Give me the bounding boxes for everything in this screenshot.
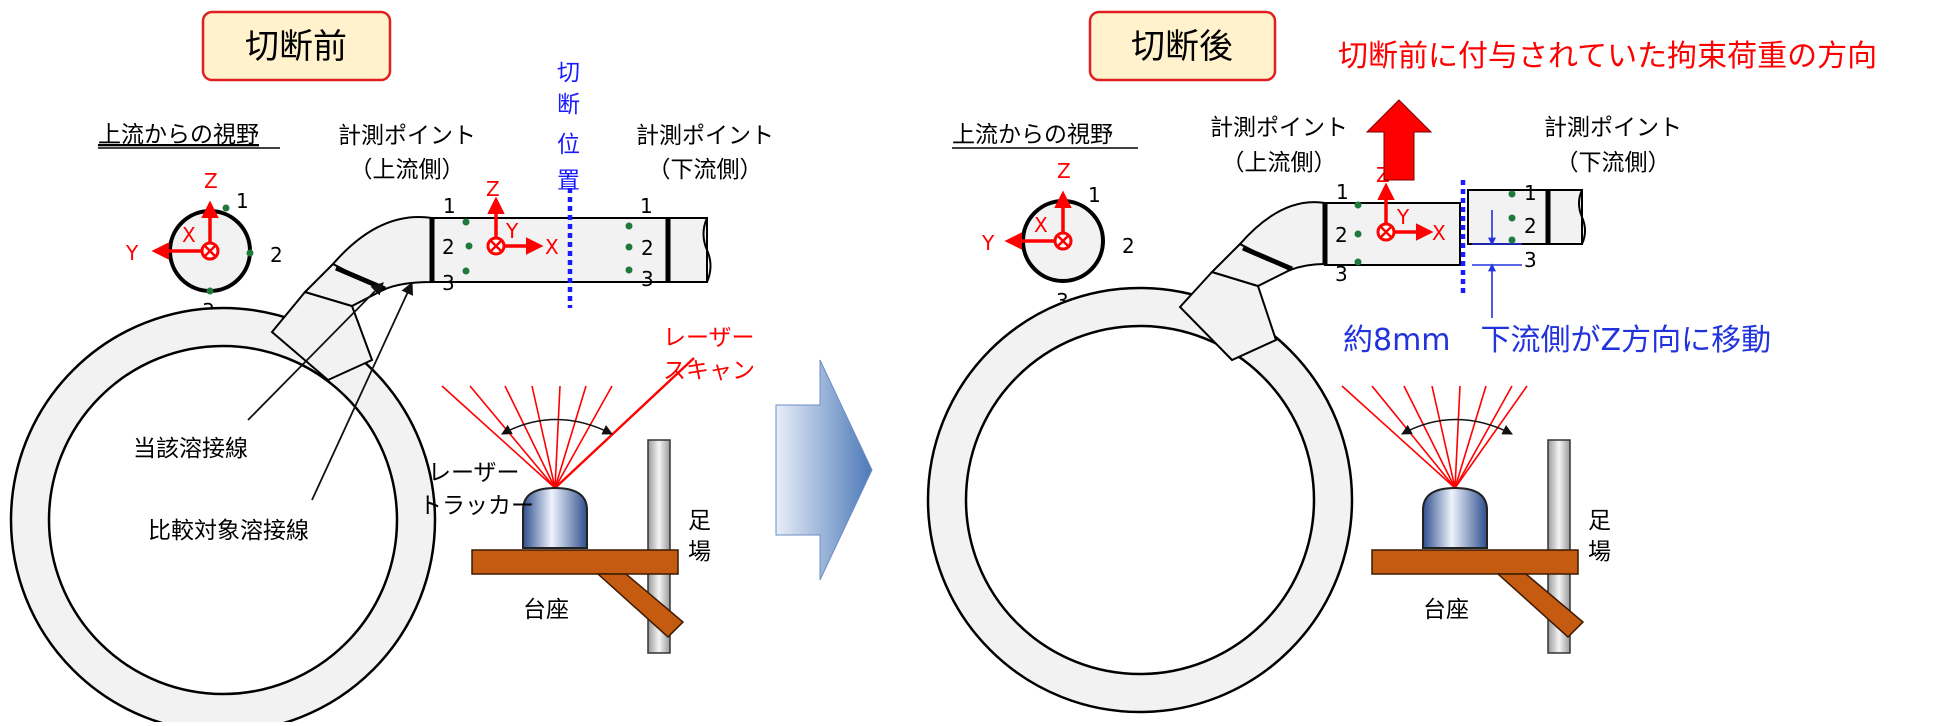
after-pipe-x: X bbox=[1432, 221, 1446, 245]
after-view-pt1: 1 bbox=[1088, 183, 1101, 207]
before-title: 切断前 bbox=[245, 27, 347, 67]
before-up-label-2: （上流側） bbox=[350, 157, 465, 183]
weld-compare-label: 比較対象溶接線 bbox=[148, 518, 309, 544]
constraint-note: 切断前に付与されていた拘束荷重の方向 bbox=[1338, 39, 1877, 74]
after-up-pt1: 1 bbox=[1336, 180, 1349, 204]
after-base-brace bbox=[1496, 573, 1585, 639]
before-base-plate bbox=[471, 549, 679, 575]
after-scaffold-1: 足 bbox=[1588, 508, 1611, 534]
before-view-pt2: 2 bbox=[270, 243, 283, 267]
before-down-pt2: 2 bbox=[641, 236, 654, 260]
tracker-label-2: トラッカー bbox=[419, 493, 534, 519]
cut-char-1: 切 bbox=[557, 60, 580, 86]
before-view-pt1: 1 bbox=[236, 189, 249, 213]
after-view-z: Z bbox=[1057, 159, 1071, 183]
before-branch-pipe bbox=[270, 216, 712, 382]
before-section-view: 1 2 3 Z Y X bbox=[125, 169, 283, 323]
after-view-pt2: 2 bbox=[1122, 234, 1135, 258]
shift-dimension bbox=[1472, 210, 1522, 318]
before-laser-rays bbox=[441, 357, 695, 489]
after-scaffold-2: 場 bbox=[1588, 539, 1611, 565]
before-scaffold-2: 場 bbox=[688, 539, 711, 565]
cut-char-2: 断 bbox=[557, 92, 580, 118]
before-pipe-axes: Z Y X bbox=[486, 177, 559, 259]
before-pipe-x: X bbox=[545, 235, 559, 259]
before-up-pt3: 3 bbox=[442, 271, 455, 295]
tracker-label-1: レーザー bbox=[428, 460, 520, 486]
after-ring-pipe bbox=[926, 286, 1354, 714]
after-up-pt3: 3 bbox=[1335, 262, 1348, 286]
after-up-label-1: 計測ポイント bbox=[1210, 115, 1348, 141]
before-down-label-2: （下流側） bbox=[648, 157, 763, 183]
before-panel: 切断前 上流からの視野 1 2 3 Z Y X bbox=[9, 10, 774, 726]
before-up-pt2: 2 bbox=[442, 235, 455, 259]
before-ring-pipe bbox=[9, 306, 437, 726]
laser-scan-label-1: レーザー bbox=[663, 325, 755, 351]
after-view-y: Y bbox=[981, 231, 995, 255]
after-title-box: 切断後 bbox=[1088, 10, 1277, 82]
before-view-y: Y bbox=[125, 241, 139, 265]
after-up-label-2: （上流側） bbox=[1222, 150, 1337, 176]
after-title: 切断後 bbox=[1131, 27, 1233, 67]
after-view-label: 上流からの視野 bbox=[952, 122, 1113, 148]
weld-target-label: 当該溶接線 bbox=[133, 436, 248, 462]
after-down-pt2: 2 bbox=[1524, 214, 1537, 238]
after-panel: 切断後 切断前に付与されていた拘束荷重の方向 上流からの視野 1 2 3 Z Y… bbox=[926, 10, 1877, 714]
before-up-label-1: 計測ポイント bbox=[338, 123, 476, 149]
after-base-plate bbox=[1371, 549, 1579, 575]
before-down-pt1: 1 bbox=[640, 194, 653, 218]
after-down-pt3: 3 bbox=[1524, 248, 1537, 272]
before-down-label-1: 計測ポイント bbox=[636, 123, 774, 149]
after-down-label-2: （下流側） bbox=[1556, 150, 1671, 176]
before-laser-tracker bbox=[522, 486, 588, 549]
transition-arrow-icon bbox=[775, 359, 873, 581]
before-down-pt3: 3 bbox=[641, 267, 654, 291]
constraint-arrow-icon bbox=[1365, 99, 1433, 181]
after-base-label: 台座 bbox=[1423, 597, 1469, 623]
cut-char-4: 置 bbox=[557, 168, 580, 194]
laser-scan-label-2: スキャン bbox=[663, 358, 755, 384]
before-view-x: X bbox=[182, 223, 196, 247]
before-up-pt1: 1 bbox=[443, 194, 456, 218]
after-down-label-1: 計測ポイント bbox=[1544, 115, 1682, 141]
after-view-x: X bbox=[1034, 213, 1048, 237]
before-view-label: 上流からの視野 bbox=[98, 122, 259, 148]
cut-char-3: 位 bbox=[557, 132, 580, 158]
before-base-brace bbox=[596, 573, 685, 639]
before-base-label: 台座 bbox=[523, 597, 569, 623]
after-branch-pipe bbox=[1178, 189, 1586, 362]
before-pipe-z: Z bbox=[486, 177, 500, 201]
before-title-box: 切断前 bbox=[201, 10, 392, 82]
after-laser-tracker bbox=[1422, 486, 1488, 549]
shift-note: 約8mm 下流側がZ方向に移動 bbox=[1343, 323, 1771, 358]
after-laser-rays bbox=[1341, 385, 1528, 489]
after-down-pt1: 1 bbox=[1524, 181, 1537, 205]
after-up-pt2: 2 bbox=[1335, 223, 1348, 247]
before-view-z: Z bbox=[204, 169, 218, 193]
before-scaffold-1: 足 bbox=[688, 508, 711, 534]
after-pipe-y: Y bbox=[1396, 205, 1410, 229]
before-pipe-y: Y bbox=[505, 219, 519, 243]
